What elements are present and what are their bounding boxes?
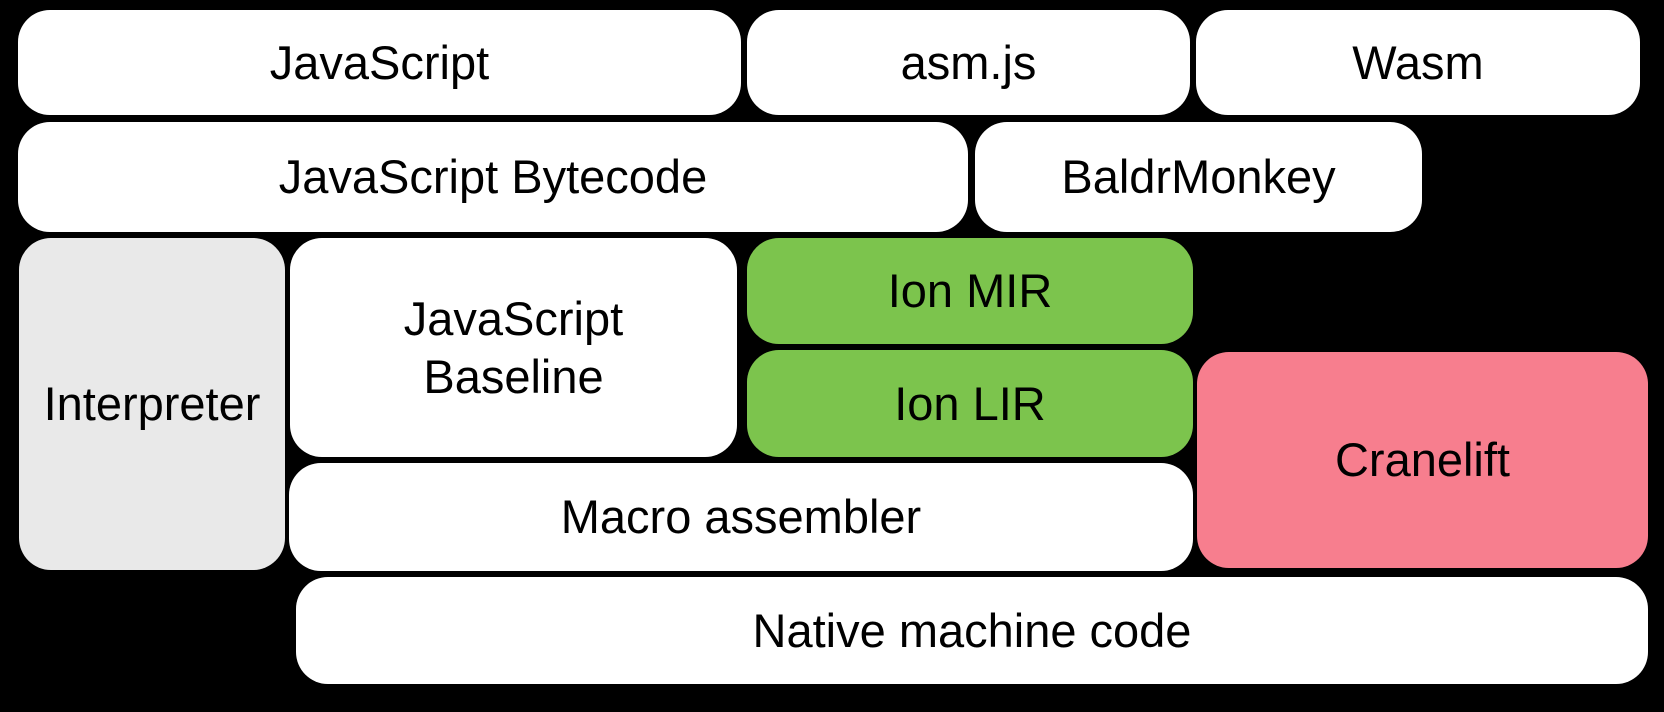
box-ion-mir: Ion MIR (747, 238, 1193, 344)
box-javascript-bytecode-label: JavaScript Bytecode (278, 150, 708, 204)
box-javascript-baseline-label: JavaScript Baseline (403, 292, 624, 403)
box-javascript: JavaScript (18, 10, 741, 115)
box-cranelift: Cranelift (1197, 352, 1648, 568)
box-ion-mir-label: Ion MIR (887, 264, 1053, 318)
box-interpreter: Interpreter (19, 238, 285, 570)
box-wasm: Wasm (1196, 10, 1640, 115)
box-wasm-label: Wasm (1352, 35, 1484, 89)
box-macro-assembler: Macro assembler (289, 463, 1193, 571)
box-javascript-bytecode: JavaScript Bytecode (18, 122, 968, 232)
box-javascript-baseline: JavaScript Baseline (290, 238, 737, 457)
box-interpreter-label: Interpreter (43, 377, 261, 431)
box-ion-lir-label: Ion LIR (894, 376, 1046, 430)
box-baldrmonkey: BaldrMonkey (975, 122, 1422, 232)
box-native-machine-code: Native machine code (296, 577, 1648, 684)
box-macro-assembler-label: Macro assembler (560, 490, 922, 544)
box-asmjs-label: asm.js (900, 35, 1037, 89)
box-cranelift-label: Cranelift (1334, 433, 1510, 487)
box-javascript-label: JavaScript (269, 35, 490, 89)
box-baldrmonkey-label: BaldrMonkey (1061, 150, 1336, 204)
box-ion-lir: Ion LIR (747, 350, 1193, 457)
box-native-machine-code-label: Native machine code (752, 603, 1192, 657)
box-asmjs: asm.js (747, 10, 1190, 115)
